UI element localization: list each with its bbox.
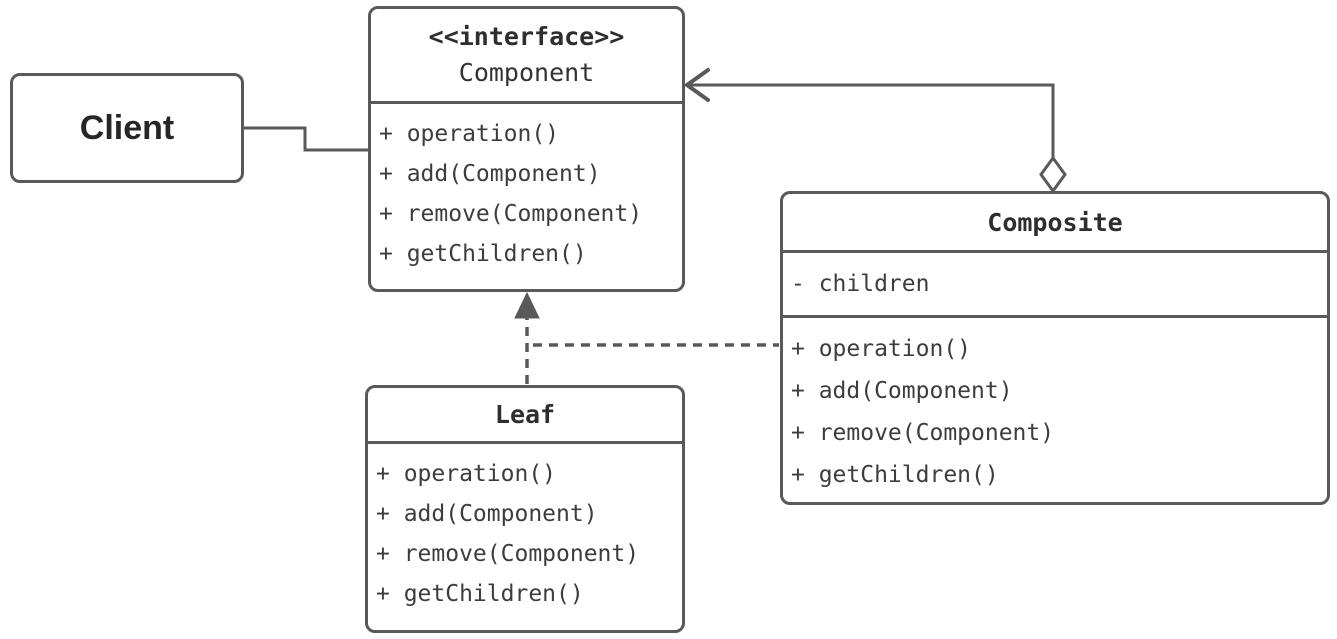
class-box-client: Client [10, 73, 244, 183]
edge-composite-component-aggregation [683, 68, 1067, 194]
realization-arrowhead-icon [514, 291, 540, 319]
leaf-title-section: Leaf [368, 388, 682, 444]
method-operation: + operation() [376, 461, 557, 487]
method-operation: + operation() [791, 336, 972, 362]
method-add: + add(Component) [791, 378, 1013, 404]
client-class-name: Client [79, 108, 175, 147]
method-add: + add(Component) [376, 501, 598, 527]
method-operation: + operation() [379, 121, 560, 147]
leaf-methods-section: + operation() + add(Component) + remove(… [368, 444, 682, 618]
composite-title-section: Composite [783, 194, 1327, 253]
edge-leaf-component-realization [514, 291, 540, 384]
class-box-leaf: Leaf + operation() + add(Component) + re… [365, 385, 685, 633]
aggregation-diamond-icon [1039, 155, 1067, 194]
method-remove: + remove(Component) [379, 201, 643, 227]
composite-methods-section: + operation() + add(Component) + remove(… [783, 318, 1327, 500]
method-remove: + remove(Component) [376, 541, 640, 567]
composite-attributes-section: - children [783, 253, 1327, 318]
component-title-section: <<interface>> Component [371, 9, 682, 104]
method-add: + add(Component) [379, 161, 601, 187]
method-remove: + remove(Component) [791, 420, 1055, 446]
component-stereotype: <<interface>> [428, 22, 625, 51]
class-box-component: <<interface>> Component + operation() + … [368, 6, 685, 292]
leaf-class-name: Leaf [494, 400, 556, 429]
attribute-children: - children [791, 271, 930, 297]
class-box-composite: Composite - children + operation() + add… [780, 191, 1330, 505]
edge-client-component-association [244, 126, 368, 152]
method-getchildren: + getChildren() [791, 462, 999, 488]
open-arrowhead-icon [683, 68, 710, 102]
component-class-name: Component [458, 58, 595, 87]
composite-class-name: Composite [987, 207, 1123, 237]
method-getchildren: + getChildren() [379, 241, 587, 267]
method-getchildren: + getChildren() [376, 581, 584, 607]
component-methods-section: + operation() + add(Component) + remove(… [371, 104, 682, 278]
